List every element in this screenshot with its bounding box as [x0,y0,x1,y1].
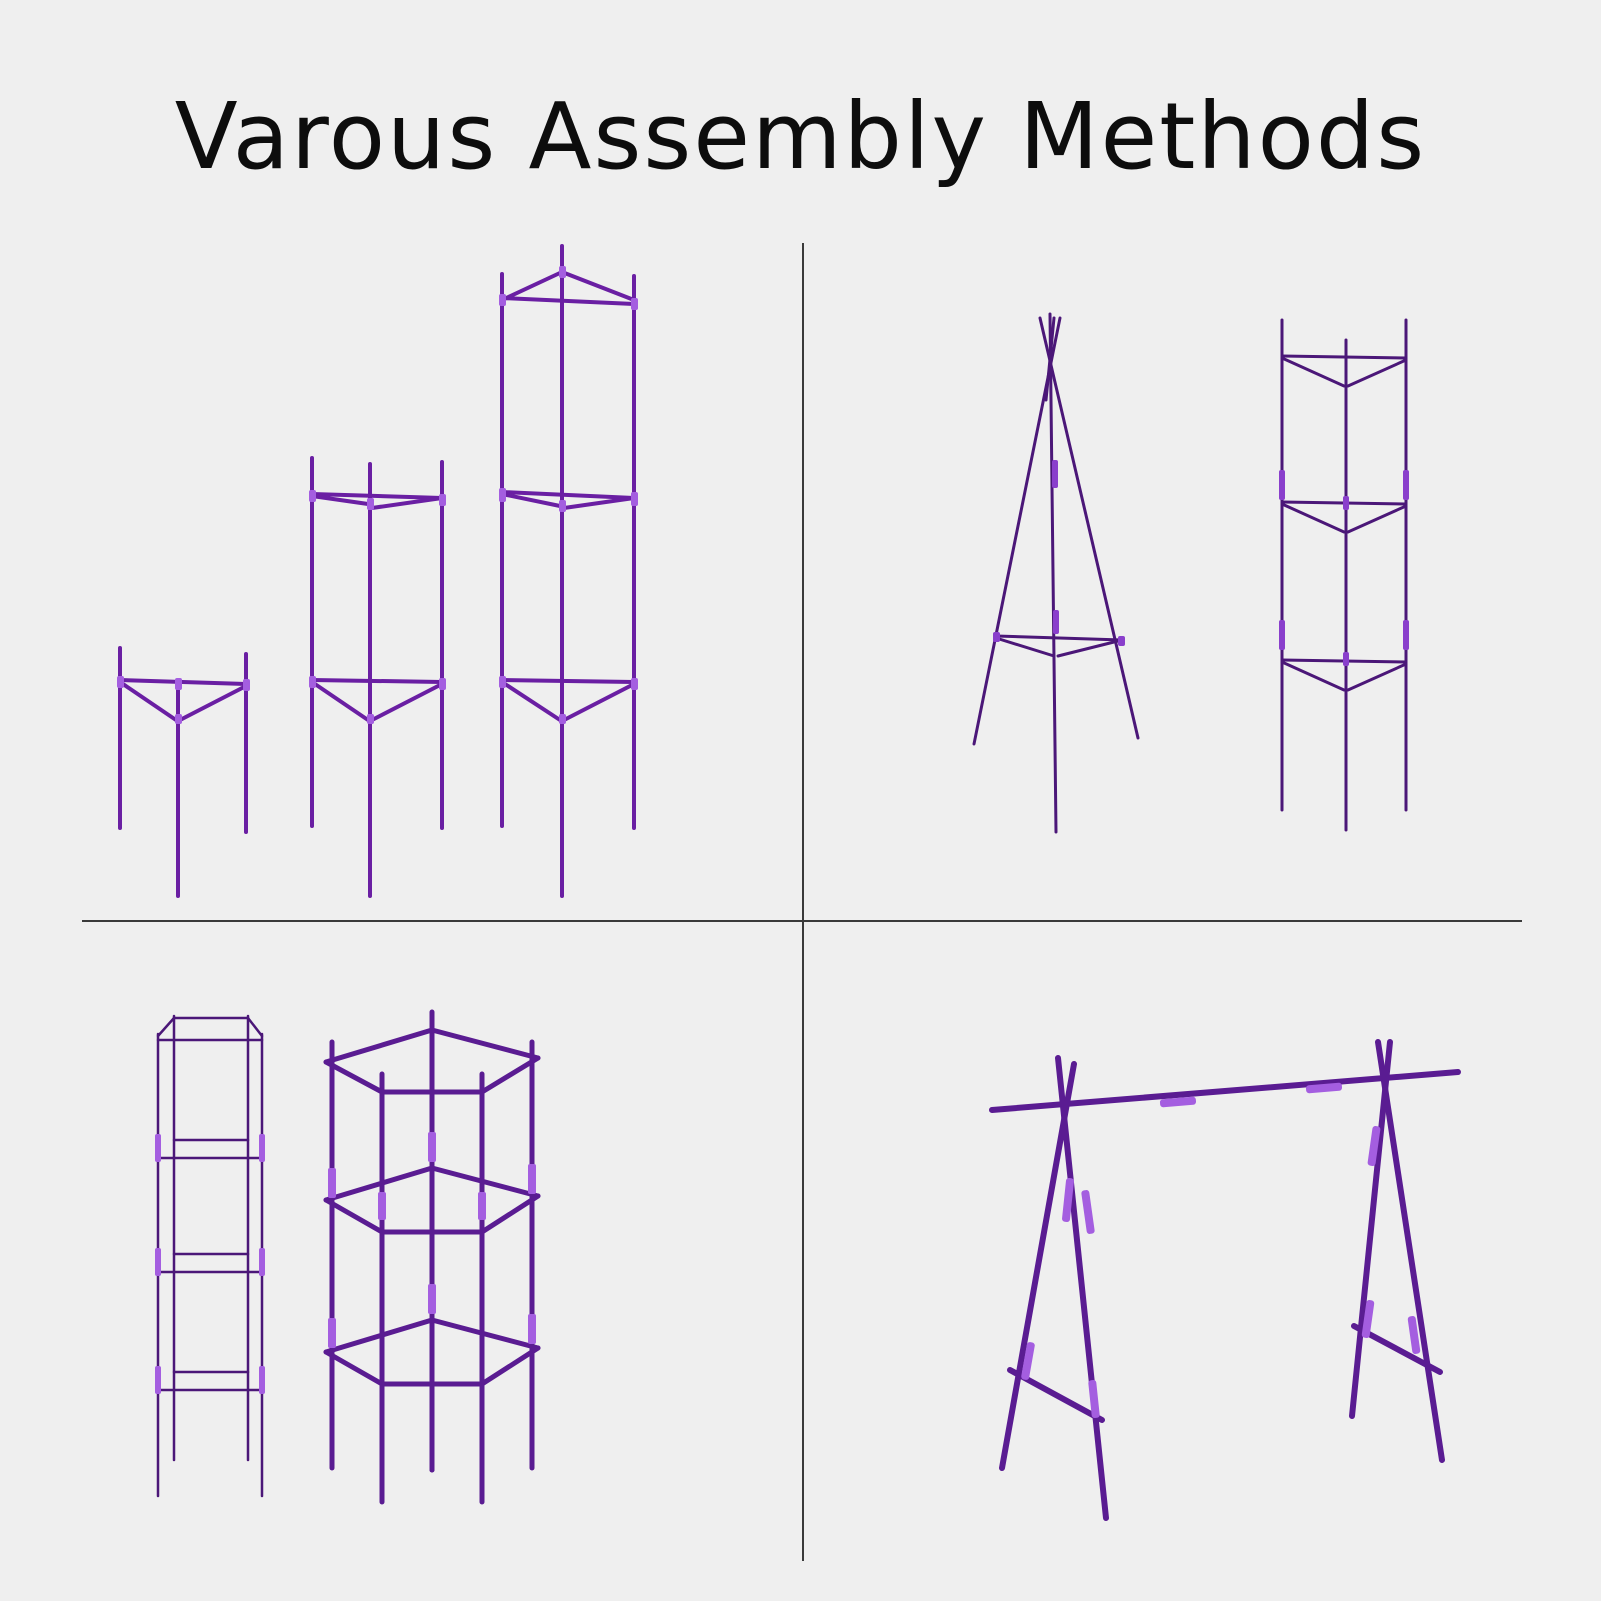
three-heights-cages-drawing [117,244,638,898]
square-and-hexagon-cage-drawing [155,1009,541,1505]
quadrant-divider-horizontal [82,920,1522,922]
a-frame-trellis-illustration [980,1030,1461,1530]
a-frame-trellis-drawing [989,1039,1461,1521]
square-and-hexagon-cage-illustration [140,1000,660,1520]
page-title: Varous Assembly Methods [174,83,1427,190]
three-heights-cages-illustration [100,236,660,906]
quadrant-divider-vertical [802,243,804,1561]
teepee-and-triangle-tower-drawing [972,312,1409,834]
teepee-and-triangle-tower-illustration [972,310,1430,850]
